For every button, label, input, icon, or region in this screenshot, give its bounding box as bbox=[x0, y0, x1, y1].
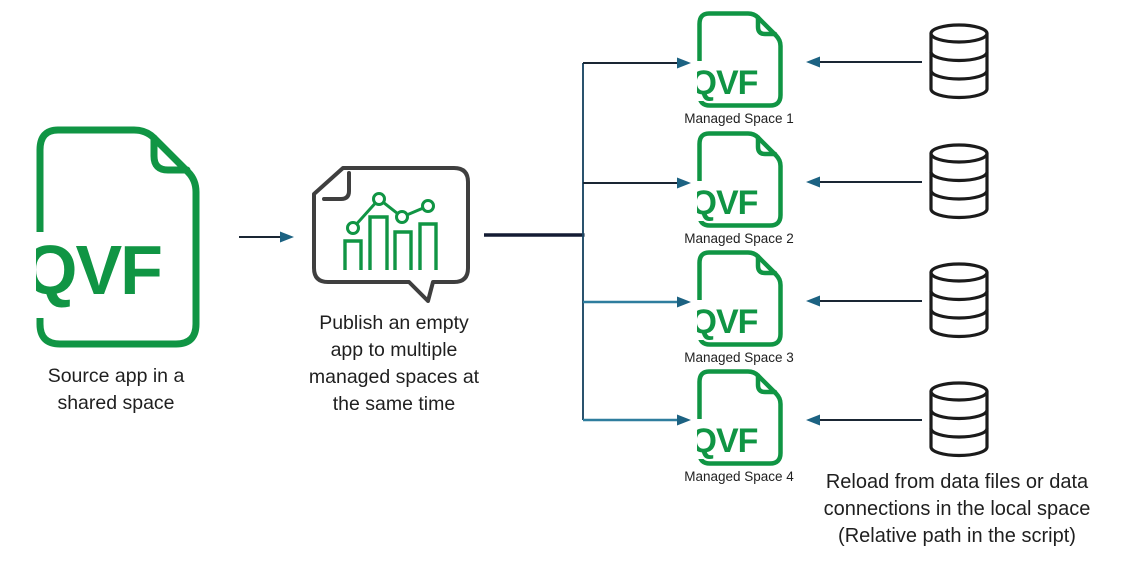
arrow-source-to-publish bbox=[239, 231, 294, 243]
database-icon-4 bbox=[929, 381, 989, 458]
arrowhead-icon bbox=[677, 177, 691, 189]
reload-arrow-1 bbox=[806, 56, 922, 68]
arrowhead-icon bbox=[280, 231, 294, 243]
reload-caption: Reload from data files or data connectio… bbox=[807, 469, 1107, 550]
speech-bubble-chart-icon bbox=[312, 166, 470, 303]
branch-arrow-2 bbox=[583, 177, 691, 189]
qvf-file-icon-managed-3: QVF bbox=[697, 250, 783, 347]
publish-caption: Publish an empty app to multiple managed… bbox=[294, 310, 494, 418]
bubble-fold-corner bbox=[322, 171, 351, 201]
file-fold-corner bbox=[755, 135, 778, 157]
managed-space-label-2: Managed Space 2 bbox=[684, 231, 794, 246]
file-type-label: QVF bbox=[697, 184, 758, 222]
qvf-file-icon-managed-2: QVF bbox=[697, 131, 783, 228]
caption-line: Source app in a bbox=[47, 365, 185, 387]
arrowhead-icon bbox=[806, 295, 820, 307]
database-icon-3 bbox=[929, 262, 989, 339]
arrowhead-icon bbox=[677, 414, 691, 426]
branch-arrow-4 bbox=[583, 414, 691, 426]
caption-line: managed spaces at bbox=[308, 366, 480, 388]
arrowhead-icon bbox=[677, 57, 691, 69]
file-fold-corner bbox=[755, 15, 778, 37]
reload-arrow-4 bbox=[806, 414, 922, 426]
source-caption: Source app in a shared space bbox=[16, 363, 216, 417]
caption-line: the same time bbox=[332, 393, 456, 415]
file-type-label: QVF bbox=[697, 422, 758, 460]
arrowhead-icon bbox=[806, 414, 820, 426]
file-type-label: QVF bbox=[36, 231, 161, 309]
file-fold-corner bbox=[755, 373, 778, 395]
caption-line: Reload from data files or data bbox=[825, 471, 1089, 493]
bar-chart-glyph bbox=[343, 192, 438, 270]
caption-line: shared space bbox=[57, 392, 175, 414]
arrowhead-icon bbox=[677, 296, 691, 308]
file-text-gap bbox=[697, 300, 713, 340]
managed-space-label-4: Managed Space 4 bbox=[684, 469, 794, 484]
file-text-gap bbox=[36, 232, 60, 318]
file-type-label: QVF bbox=[697, 64, 758, 102]
managed-space-label-3: Managed Space 3 bbox=[684, 350, 794, 365]
qvf-file-icon: QVF bbox=[36, 126, 200, 348]
file-type-label: QVF bbox=[697, 303, 758, 341]
qvf-file-icon-managed-1: QVF bbox=[697, 11, 783, 108]
reload-arrow-3 bbox=[806, 295, 922, 307]
database-icon-1 bbox=[929, 23, 989, 100]
arrowhead-icon bbox=[806, 176, 820, 188]
managed-space-label-1: Managed Space 1 bbox=[684, 111, 794, 126]
speech-bubble-outline bbox=[312, 166, 470, 303]
file-text-gap bbox=[697, 181, 713, 221]
qvf-file-icon-managed-4: QVF bbox=[697, 369, 783, 466]
file-text-gap bbox=[697, 419, 713, 459]
reload-arrow-2 bbox=[806, 176, 922, 188]
file-fold-corner bbox=[150, 134, 191, 174]
branch-arrow-3 bbox=[583, 296, 691, 308]
file-fold-corner bbox=[755, 254, 778, 276]
caption-line: app to multiple bbox=[330, 339, 458, 361]
caption-line: connections in the local space bbox=[823, 498, 1091, 520]
caption-line: Publish an empty bbox=[319, 312, 469, 334]
file-text-gap bbox=[697, 61, 713, 101]
database-icon-2 bbox=[929, 143, 989, 220]
caption-line: (Relative path in the script) bbox=[838, 525, 1076, 547]
arrowhead-icon bbox=[806, 56, 820, 68]
branch-arrow-1 bbox=[583, 57, 691, 69]
